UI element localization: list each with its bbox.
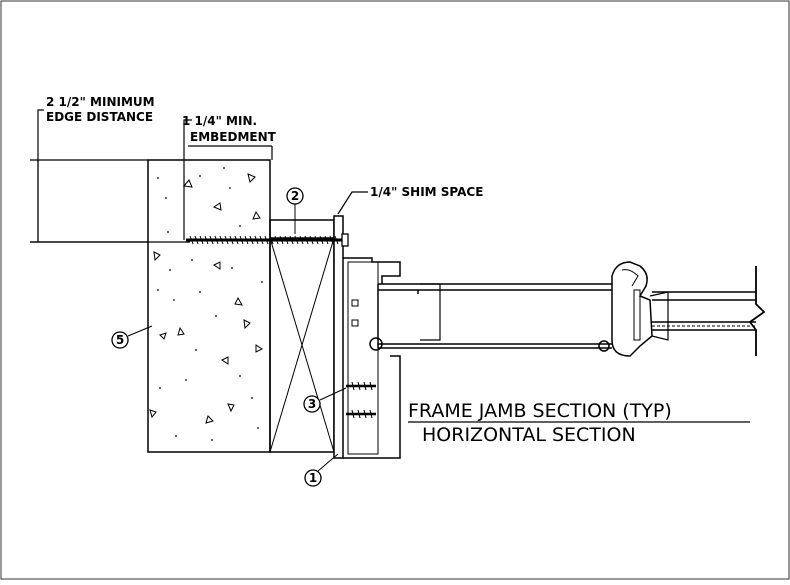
- anchor-screw: [186, 233, 349, 247]
- callout-2: 2: [286, 187, 304, 234]
- aggregate-hatch: [149, 173, 263, 424]
- sash-profile: [611, 261, 756, 357]
- callout-1: 1: [304, 453, 339, 487]
- frame-screw-threads: [351, 381, 373, 419]
- break-line: [748, 266, 766, 356]
- svg-text:1: 1: [309, 471, 317, 485]
- svg-text:3: 3: [308, 397, 316, 411]
- existing-wall: [30, 159, 190, 243]
- callout-3: 3: [303, 387, 347, 413]
- shim-strip: [333, 215, 344, 459]
- edge-distance-note-1: 2 1/2" MINIMUM: [46, 95, 155, 109]
- svg-text:5: 5: [116, 333, 124, 347]
- callout-5: 5: [111, 325, 153, 349]
- edge-distance-note-2: EDGE DISTANCE: [46, 110, 153, 124]
- aggregate-dots: [157, 167, 263, 441]
- section-title: FRAME JAMB SECTION (TYP): [408, 400, 672, 422]
- frame-screws: [346, 384, 376, 416]
- frame-jamb-profile: [343, 257, 612, 459]
- embedment-note-1: 1 1/4" MIN.: [182, 114, 257, 128]
- shim-space-note: 1/4" SHIM SPACE: [370, 185, 483, 199]
- section-subtitle: HORIZONTAL SECTION: [422, 424, 636, 446]
- wood-buck: [269, 219, 335, 453]
- embedment-note-2: EMBEDMENT: [190, 130, 277, 144]
- svg-text:2: 2: [291, 189, 299, 203]
- concrete-substrate: [147, 159, 271, 453]
- dimension-lines: [37, 109, 368, 240]
